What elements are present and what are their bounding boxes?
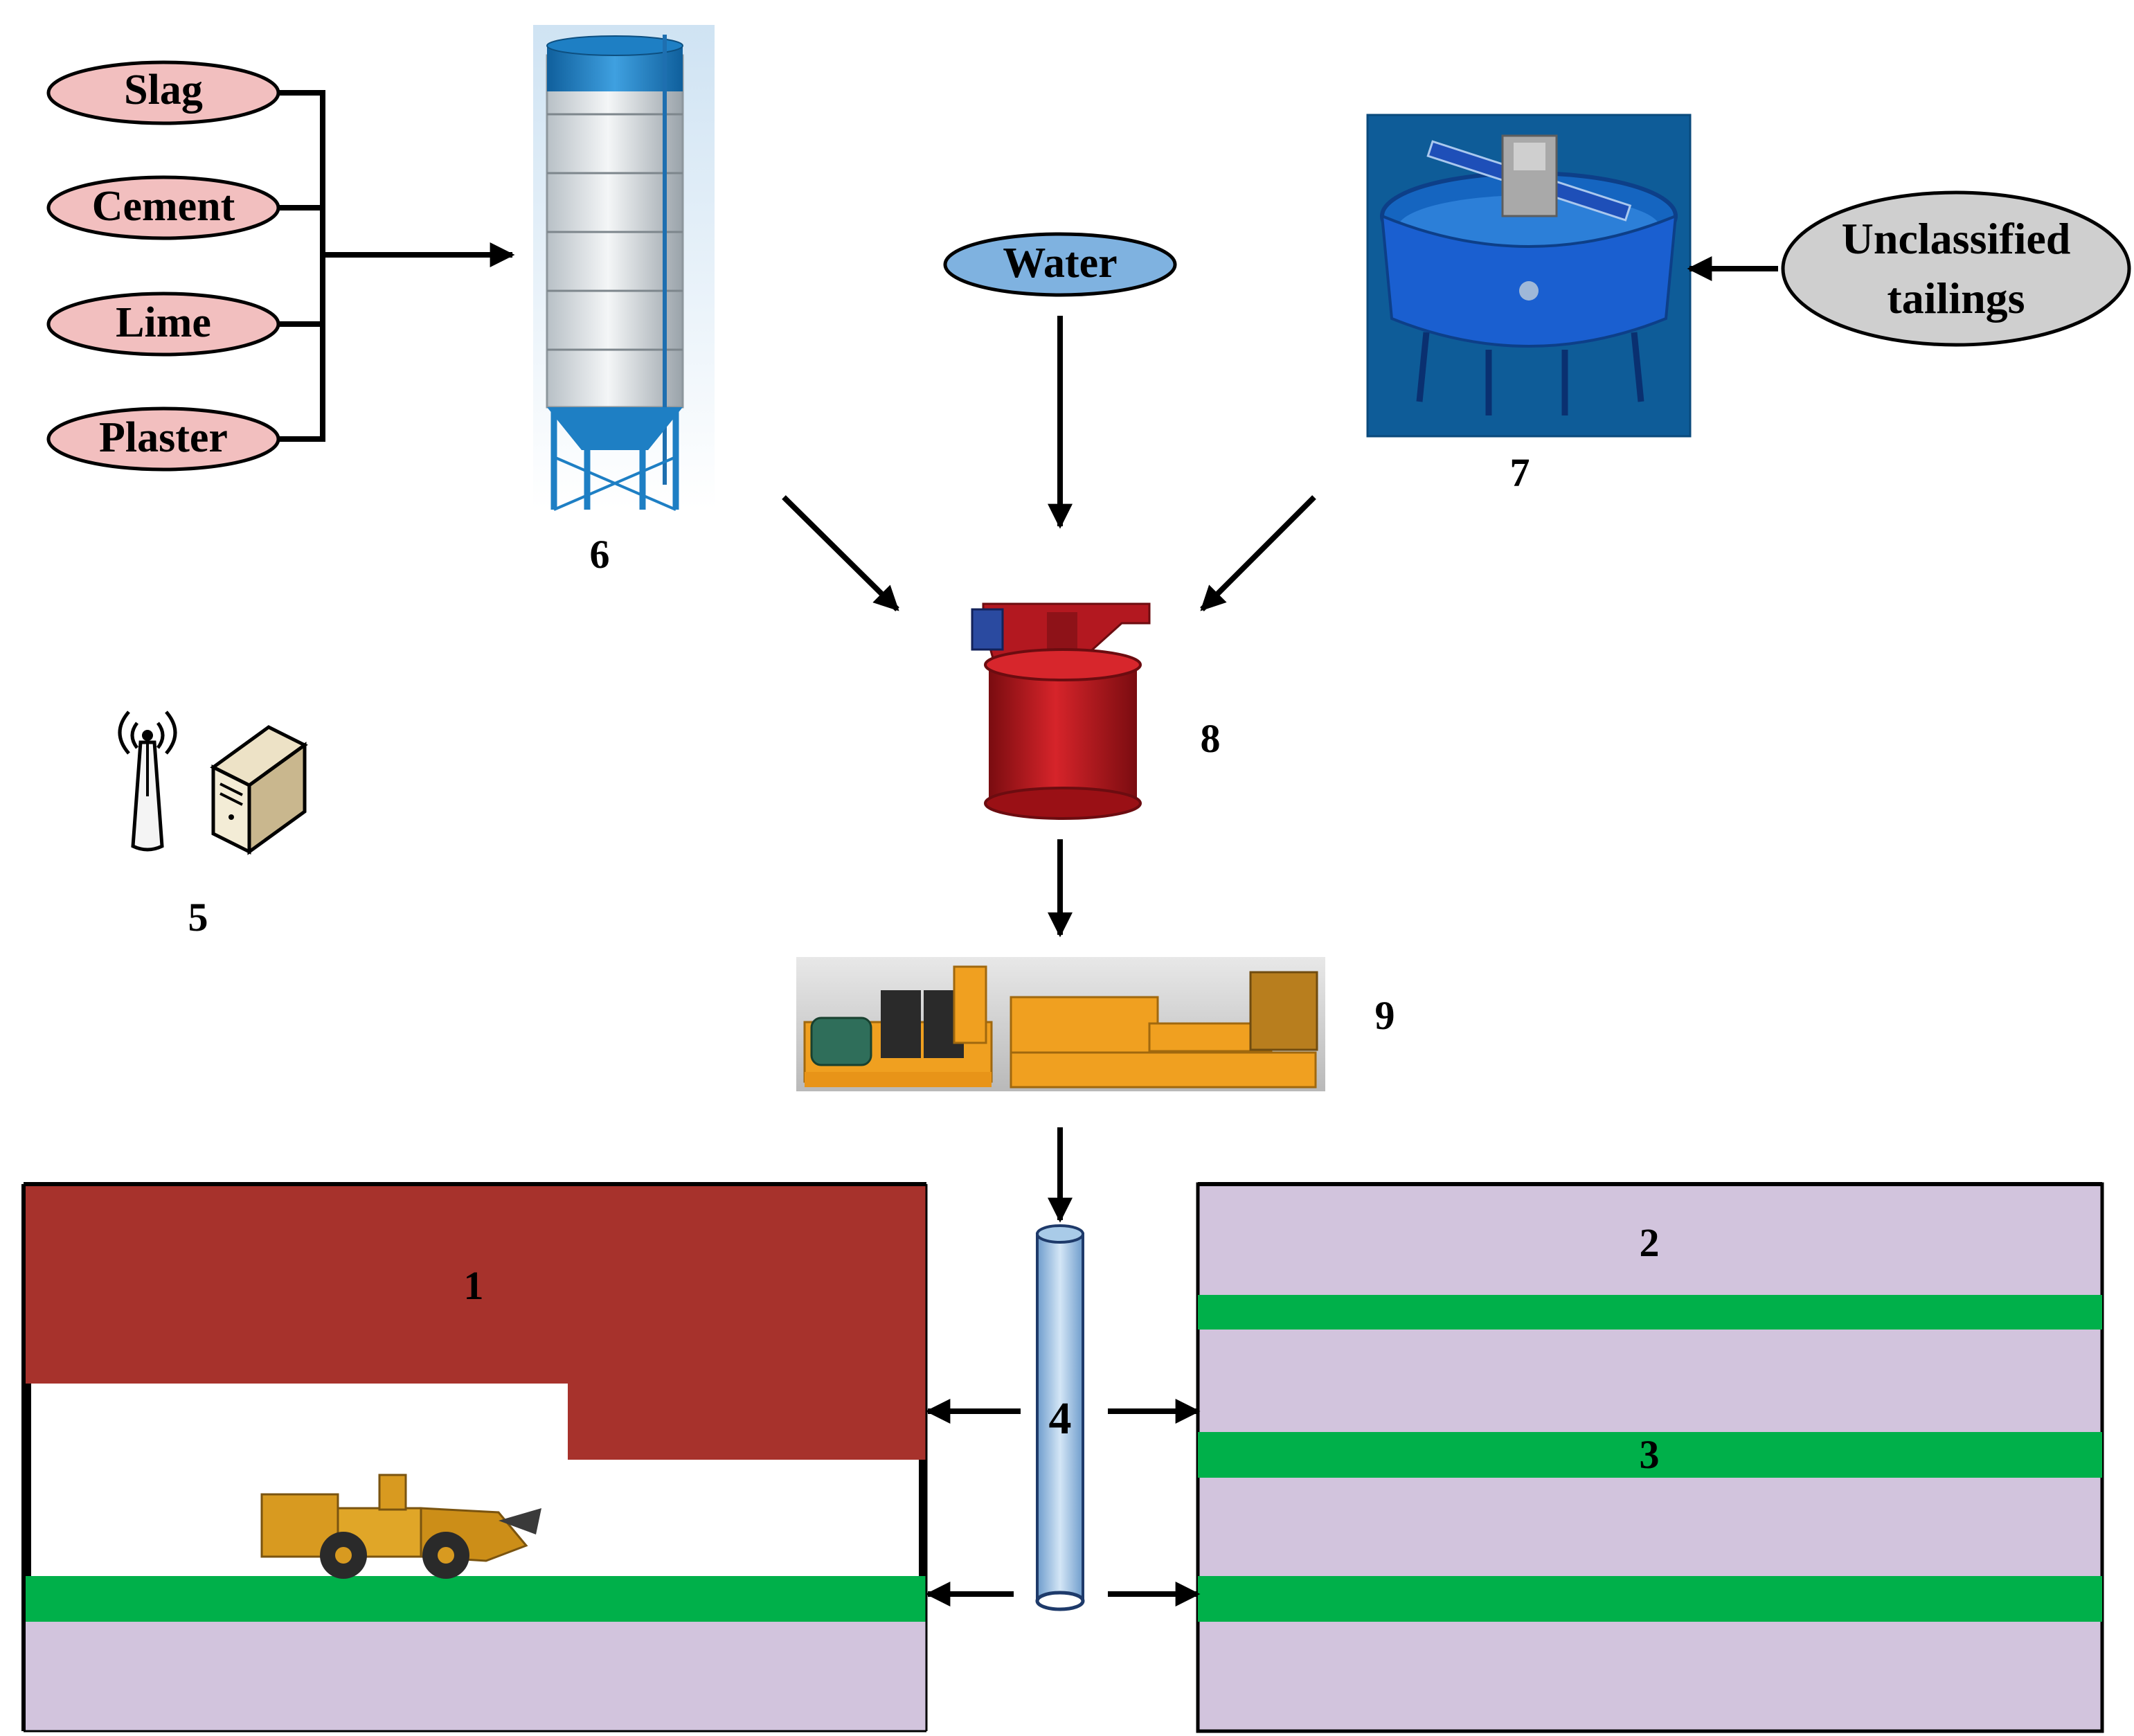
filling-pump-icon: 9 (796, 957, 1395, 1091)
pump-number: 9 (1375, 993, 1395, 1038)
backfill-layer-right-middle (1198, 1432, 2102, 1478)
monitor-number: 5 (188, 895, 208, 940)
material-lime: Lime (46, 292, 280, 357)
cement-silo-icon: 6 (533, 25, 715, 577)
scooptram-loader-icon (260, 1474, 541, 1579)
tailings-label-line2: tailings (1887, 274, 2025, 323)
arrow-silo-to-mixer (782, 495, 899, 611)
materials-connector (278, 90, 515, 442)
mixer-number: 8 (1201, 716, 1221, 761)
agitator-mixer-icon: 8 (971, 602, 1221, 820)
material-plaster-label: Plaster (99, 414, 228, 461)
backfill-pipeline: 4 (1035, 1224, 1085, 1611)
water-label: Water (1003, 240, 1117, 287)
material-plaster: Plaster (46, 406, 280, 472)
goaf-strata-section: 2 3 (1196, 1182, 2104, 1733)
layer-number: 3 (1640, 1432, 1660, 1477)
material-slag-label: Slag (124, 66, 203, 114)
binder-materials: Slag Cement Lime Plaster (46, 60, 280, 472)
tailings-label-line1: Unclassified (1842, 214, 2071, 263)
stope-number: 1 (464, 1263, 484, 1308)
thickener-icon: 7 (1366, 114, 1692, 495)
orebody (24, 1184, 926, 1460)
mined-stope-section: 1 (21, 1182, 928, 1733)
thickener-number: 7 (1510, 450, 1530, 495)
backfill-layer-left-bottom (24, 1576, 926, 1622)
silo-number: 6 (590, 532, 610, 577)
unclassified-tailings-source: Unclassified tailings (1781, 190, 2131, 347)
material-slag: Slag (46, 60, 280, 125)
server-computer-icon (210, 725, 308, 855)
monitoring-system: 5 (118, 710, 308, 940)
strata-number: 2 (1640, 1220, 1660, 1265)
material-cement-label: Cement (92, 183, 235, 230)
arrow-thickener-to-mixer (1200, 495, 1316, 611)
backfill-layer-right-bottom (1198, 1576, 2102, 1622)
distribution-arrows (925, 1399, 1201, 1607)
backfill-layer-right-top (1198, 1295, 2102, 1330)
pipe-number: 4 (1049, 1393, 1072, 1444)
material-lime-label: Lime (116, 299, 211, 346)
water-source: Water (943, 232, 1177, 297)
material-cement: Cement (46, 175, 280, 240)
wireless-antenna-icon (118, 710, 177, 852)
